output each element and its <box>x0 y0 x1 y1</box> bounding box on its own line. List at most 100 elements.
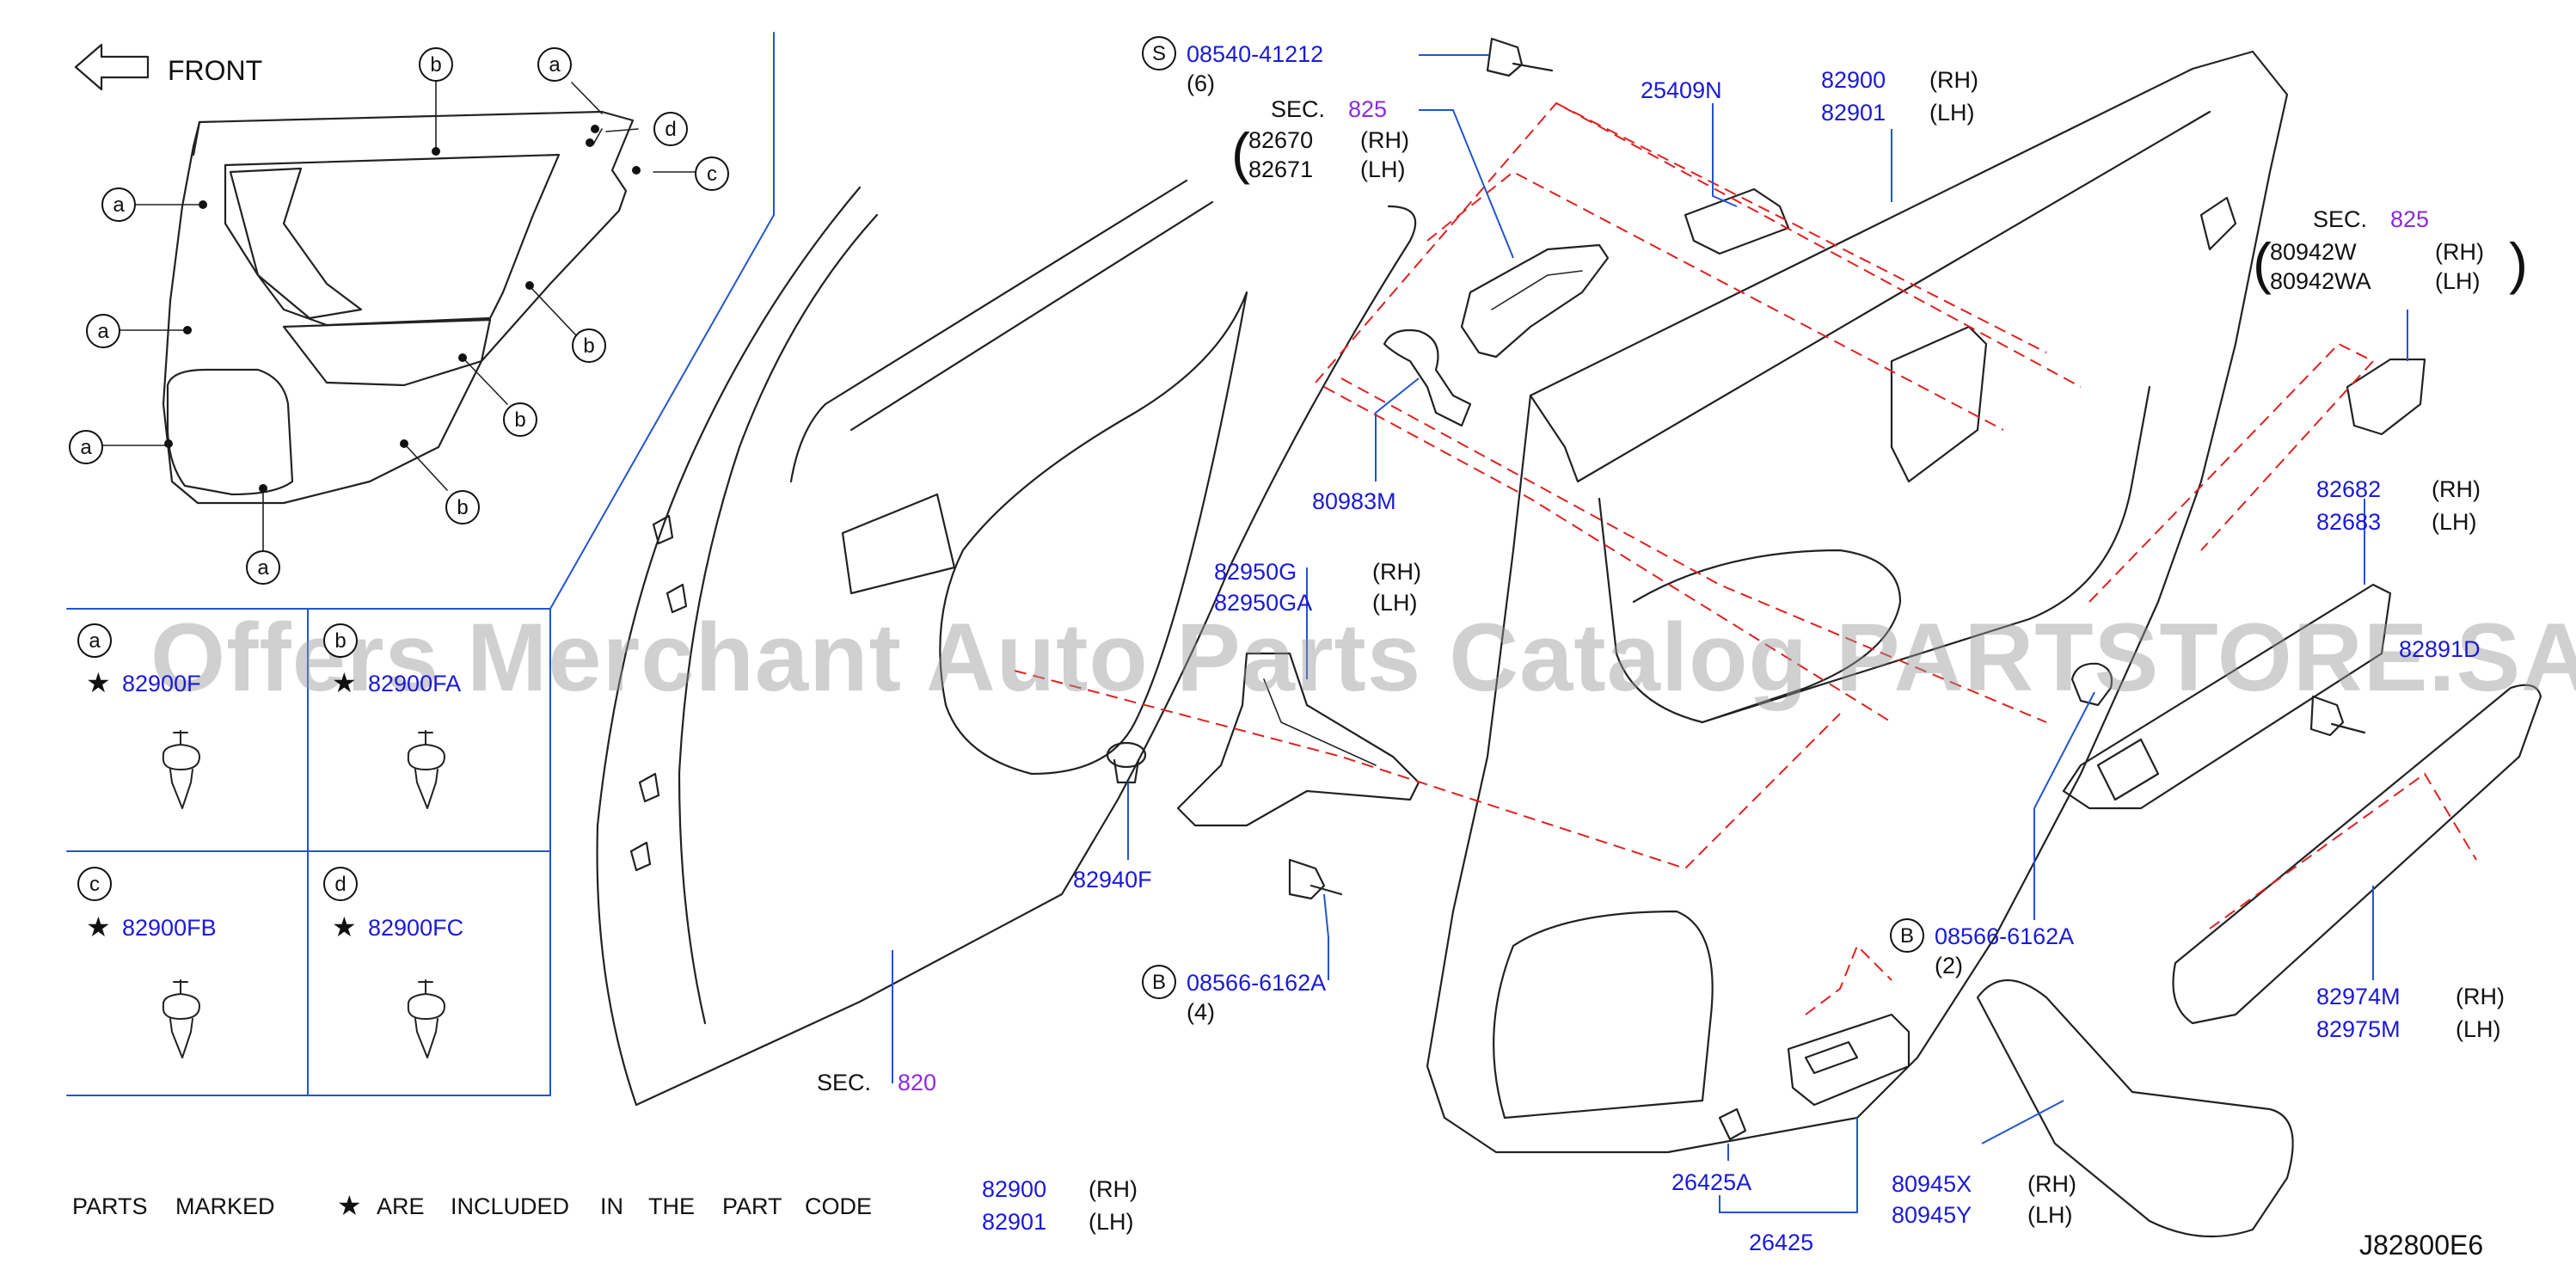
inset-door-panel <box>162 110 635 505</box>
diagram-code: J82800E6 <box>2359 1230 2484 1261</box>
switch-rh-tag: (RH) <box>2435 239 2484 265</box>
grid-cell-d-letter: d <box>323 867 358 901</box>
footnote-word: INCLUDED <box>451 1193 570 1219</box>
inner-handle-part <box>1460 243 1610 359</box>
grid-star-icon: ★ <box>332 667 357 698</box>
door-trim-top-lh-tag: (LH) <box>1929 100 1975 126</box>
handle-rh-tag: (RH) <box>1360 127 1409 153</box>
switch-80942w-part <box>2346 358 2426 436</box>
clip-82940f-icon <box>1106 741 1147 784</box>
grid-cell-a-letter: a <box>77 623 112 658</box>
callout-a[interactable]: a <box>246 550 280 585</box>
paren-open: ( <box>1231 121 1250 185</box>
bolt-top-qty: (6) <box>1187 71 1215 96</box>
pull-handle-part <box>2172 684 2542 1025</box>
grid-star-icon: ★ <box>86 911 111 942</box>
paren-close: ) <box>2509 231 2528 295</box>
grid-cell-d-part[interactable]: 82900FC <box>368 915 464 941</box>
footnote-word: PARTS <box>72 1193 148 1219</box>
finisher-lh[interactable]: 82683 <box>2316 509 2382 535</box>
armrest-rh-tag: (RH) <box>2027 1171 2076 1197</box>
bolt-left-icon <box>1288 858 1343 900</box>
grid-cell-c-part[interactable]: 82900FB <box>122 915 217 941</box>
paren-open: ( <box>2253 231 2272 295</box>
sec-825-handle-num[interactable]: 825 <box>1348 96 1388 122</box>
bracket-25409n-part <box>1684 187 1790 255</box>
finisher-rh-tag: (RH) <box>2432 476 2481 502</box>
bolt-right-part[interactable]: 08566-6162A <box>1935 923 2075 949</box>
grommet-icon <box>2070 662 2113 707</box>
switch-lh-tag: (LH) <box>2435 268 2481 294</box>
footnote-word: MARKED <box>175 1193 275 1219</box>
callout-a[interactable]: a <box>69 430 103 464</box>
callout-a[interactable]: a <box>537 47 572 82</box>
grid-star-icon: ★ <box>332 911 357 942</box>
switch-rh-part[interactable]: 80942W <box>2270 239 2357 265</box>
callout-b[interactable]: b <box>419 47 453 82</box>
clip-d-icon <box>407 979 445 1058</box>
door-trim-top-lh[interactable]: 82901 <box>1821 100 1886 126</box>
clip-a-icon <box>162 730 200 809</box>
footnote-word: ARE <box>377 1193 425 1219</box>
door-trim-top-rh-tag: (RH) <box>1929 67 1978 93</box>
bracket-lh[interactable]: 82950GA <box>1214 590 1313 616</box>
part-82891d[interactable]: 82891D <box>2399 636 2481 662</box>
armrest-rh[interactable]: 80945X <box>1892 1171 1972 1197</box>
switch-26425-part <box>1787 1013 1911 1107</box>
handle-rh-part[interactable]: 82670 <box>1248 127 1314 153</box>
callout-a[interactable]: a <box>101 187 136 222</box>
bolt-top-part[interactable]: 08540-41212 <box>1187 41 1324 67</box>
grid-cell-a-part[interactable]: 82900F <box>122 671 201 696</box>
pull-handle-lh-tag: (LH) <box>2456 1016 2501 1042</box>
part-26425a[interactable]: 26425A <box>1671 1169 1752 1195</box>
door-trim-top-rh[interactable]: 82900 <box>1821 67 1886 93</box>
callout-b[interactable]: b <box>503 402 537 437</box>
armrest-lh[interactable]: 80945Y <box>1892 1202 1972 1228</box>
sec-825-right-num[interactable]: 825 <box>2390 206 2430 232</box>
bolt-left-part[interactable]: 08566-6162A <box>1187 970 1327 996</box>
finisher-rh[interactable]: 82682 <box>2316 476 2382 502</box>
grid-cell-b-letter: b <box>323 623 358 658</box>
clip-c-icon <box>162 979 200 1058</box>
part-26425[interactable]: 26425 <box>1749 1230 1814 1255</box>
front-label: FRONT <box>168 55 263 86</box>
callout-b[interactable]: b <box>572 328 606 363</box>
sec-825-right-sec: SEC. <box>2313 206 2368 232</box>
bracket-rh-tag: (RH) <box>1372 559 1421 585</box>
callout-d[interactable]: d <box>653 112 688 146</box>
armrest-finisher-part <box>2062 583 2392 810</box>
armrest-part <box>1976 979 2294 1238</box>
grid-cell-c-letter: c <box>77 867 112 901</box>
footnote-word: THE <box>648 1193 695 1219</box>
part-80983m[interactable]: 80983M <box>1312 488 1396 514</box>
part-82940f[interactable]: 82940F <box>1073 867 1152 893</box>
part-25409n[interactable]: 25409N <box>1641 77 1722 103</box>
footnote-word: PART <box>722 1193 782 1219</box>
bracket-rh[interactable]: 82950G <box>1214 559 1297 585</box>
cable-80983m-part <box>1383 328 1472 427</box>
callout-b[interactable]: b <box>445 490 480 525</box>
door-trim-bottom-rh[interactable]: 82900 <box>982 1176 1047 1202</box>
door-inner-panel <box>596 179 1417 1107</box>
finisher-lh-tag: (LH) <box>2432 509 2477 535</box>
sec-820-num[interactable]: 820 <box>898 1070 937 1095</box>
bolt-right-qty: (2) <box>1935 953 1963 978</box>
handle-lh-part[interactable]: 82671 <box>1248 156 1314 182</box>
grid-cell-b-part[interactable]: 82900FA <box>368 671 462 696</box>
door-trim-bottom-lh[interactable]: 82901 <box>982 1209 1047 1235</box>
watermark: Offers Merchant Auto Parts Catalog PARTS… <box>150 604 2576 711</box>
bracket-lh-tag: (LH) <box>1372 590 1418 616</box>
bolt-top-icon <box>1486 37 1554 77</box>
bolt-left-prefix: B <box>1142 965 1176 999</box>
sec-825-handle-sec: SEC. <box>1271 96 1326 122</box>
callout-a[interactable]: a <box>86 314 120 348</box>
callout-c[interactable]: c <box>695 156 729 191</box>
pull-handle-rh[interactable]: 82974M <box>2316 984 2401 1009</box>
bulb-26425a-part <box>1718 1107 1747 1141</box>
switch-lh-part[interactable]: 80942WA <box>2270 268 2371 294</box>
pull-handle-lh[interactable]: 82975M <box>2316 1016 2401 1042</box>
pull-handle-rh-tag: (RH) <box>2456 984 2505 1009</box>
door-trim-bottom-lh-tag: (LH) <box>1089 1209 1134 1235</box>
